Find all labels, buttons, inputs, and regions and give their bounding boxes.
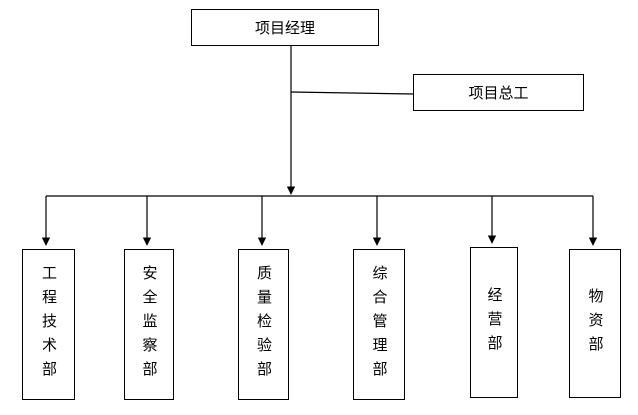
project-manager-box: 项目经理: [191, 9, 379, 46]
dept-materials-box: 物资部: [569, 249, 621, 398]
dept-business-box: 经营部: [470, 247, 518, 398]
dept-materials-label: 物资部: [586, 287, 605, 360]
side-branch-line: [290, 91, 414, 95]
dept-quality-label: 质量检验部: [255, 264, 273, 385]
dept-engineering-label: 工程技术部: [40, 264, 58, 385]
dept-engineering-box: 工程技术部: [22, 249, 75, 400]
dept-safety-label: 安全监察部: [140, 264, 159, 385]
dept-admin-label: 综合管理部: [370, 264, 389, 385]
chief-engineer-label: 项目总工: [468, 84, 529, 102]
dept-quality-box: 质量检验部: [238, 249, 289, 400]
chief-engineer-box: 项目总工: [413, 74, 584, 111]
dept-business-label: 经营部: [485, 286, 504, 359]
dept-safety-box: 安全监察部: [124, 249, 174, 400]
project-manager-label: 项目经理: [254, 19, 315, 37]
dept-admin-box: 综合管理部: [353, 249, 405, 400]
